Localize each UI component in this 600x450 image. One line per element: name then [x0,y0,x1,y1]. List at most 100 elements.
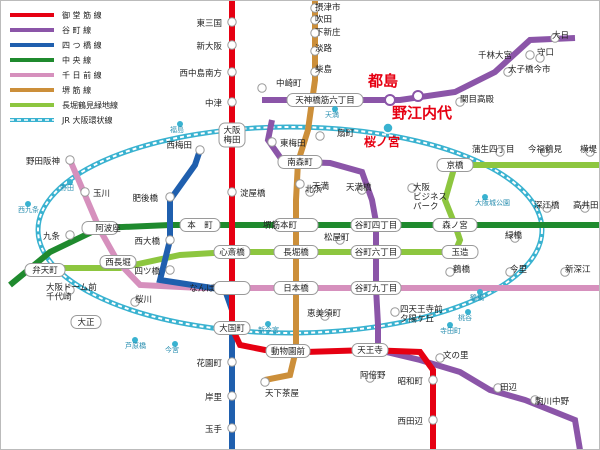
station-ebisucho: 恵美須町 [307,308,342,321]
station-tenjin6: 天神橋筋六丁目 [286,93,364,107]
station-label: 千林大宮 [478,50,512,61]
station-moriguchi: 守口 [525,47,554,60]
station-yokozutsumi: 横堤 [580,144,598,157]
station-namba: なんば [189,281,251,295]
station-label: 文の里 [443,350,469,361]
station-marker [493,383,503,393]
station-label: 関目高殿 [460,94,495,105]
jr-marker-jr_osakajokoen [482,194,488,200]
station-label: 新大阪 [196,41,222,52]
station-marker [445,267,455,277]
station-kishinosato: 岸里 [205,391,237,403]
jr-marker-jr_noda [67,179,73,185]
station-label: 高井田 [573,200,599,211]
station-label: 弁天町 [32,265,58,276]
station-label: 今里 [510,264,528,275]
jr-label-jr_tenma: 天満 [325,111,339,119]
jr-marker-jr_tsuruhashi [477,289,483,295]
station-marker [505,267,515,277]
station-label: なんば [189,284,215,294]
legend-label-nagahori: 長堀鶴見緑地線 [62,100,118,110]
station-label: 昭和町 [397,377,423,387]
station-marker [510,233,520,243]
station-marker [260,377,270,387]
station-kyobashi: 京橋 [436,158,474,172]
station-label: 谷町四丁目 [355,221,398,231]
station-label: 東梅田 [280,138,306,149]
station-tenma: 天満 [295,179,330,192]
station-box [218,122,246,148]
station-label: 西田辺 [397,417,423,427]
station-label: 堺筋本町 [263,220,298,231]
station-label: 淀屋橋 [240,188,266,199]
station-kunijima: 柴島 [310,64,333,77]
station-box [179,218,221,232]
station-tamagawa: 玉川 [80,187,110,199]
station-fukaebashi: 深江橋 [534,200,560,213]
station-label: 太子橋今市 [508,64,551,75]
station-box [273,218,319,232]
jr-label-jr_ashiharabashi: 芦原橋 [125,341,146,350]
station-takaida: 高井田 [573,200,599,213]
station-label: 西長堀 [105,258,131,268]
station-label: 南森町 [287,157,313,168]
station-label: 本 町 [187,220,213,231]
station-label: 大日 [552,30,569,41]
station-label: 鶴橋 [453,264,471,275]
station-marker [407,183,417,193]
station-imafuku: 今福鶴見 [528,144,563,157]
jr-marker-jr_momodani [465,309,471,315]
station-label: 田辺 [500,383,518,393]
station-awaza: 阿波座 [81,221,121,235]
station-label: 谷町九丁目 [355,284,398,294]
station-label: 肥後橋 [132,193,158,204]
jr-marker-jr_fukushima [177,121,183,127]
station-tanimachi6: 谷町六丁目 [350,245,402,259]
station-nipponbashi: 日本橋 [273,281,319,295]
station-box [273,245,319,259]
station-marker [495,147,505,157]
station-label: 松屋町 [324,232,350,243]
station-marker [227,357,237,367]
station-marker [335,235,345,245]
station-marker [165,265,175,275]
legend-label-jr_loop: JR 大阪環状線 [61,115,112,125]
station-tenmabashi: 天満橋 [346,182,372,195]
legend-box [4,4,126,128]
station-label: 阿波座 [95,223,121,234]
station-marker [227,97,237,107]
station-label: 北浜 [305,184,323,195]
station-honmachi: 本 町 [179,218,221,232]
station-box [350,218,402,232]
jr-label-jr_fukushima: 福島 [170,125,184,134]
station-label: 心斎橋 [219,247,245,258]
station-taishibashi: 太子橋今市 [503,64,551,77]
station-marker [535,53,545,63]
station-tanimachi4: 谷町四丁目 [350,218,402,232]
legend-label-sakaisuji: 堺 筋 線 [62,85,91,95]
station-osakadome: 大阪ドーム前千代崎 [46,282,97,303]
jr-label-jr_tsuruhashi: 鶴橋 [470,293,484,302]
station-label: 森ノ宮 [442,220,468,231]
station-marker [455,97,465,107]
station-marker [310,46,320,56]
jr-label-jr_momodani: 桃谷 [458,313,472,322]
station-daikokucho: 大国町 [213,321,251,335]
station-nishinakajima: 西中島南方 [179,67,237,79]
station-marker [540,147,550,157]
station-gamo4: 蒲生四丁目 [472,144,515,157]
station-label: 天満橋 [346,182,372,193]
station-label: 東三国 [196,18,222,29]
station-marker [310,15,320,25]
jr-label-jr_osakajokoen: 大阪城公園 [475,198,510,207]
station-box [277,155,323,169]
jr-marker-jr_tenma [332,106,338,112]
noe-marker [412,90,424,102]
station-awaji: 淡路 [310,43,333,56]
station-dobutsuen: 動物園前 [265,344,311,358]
station-midoribashi: 緑橋 [505,230,523,243]
station-label: 摂津市 [315,2,341,13]
station-marker [390,307,400,317]
